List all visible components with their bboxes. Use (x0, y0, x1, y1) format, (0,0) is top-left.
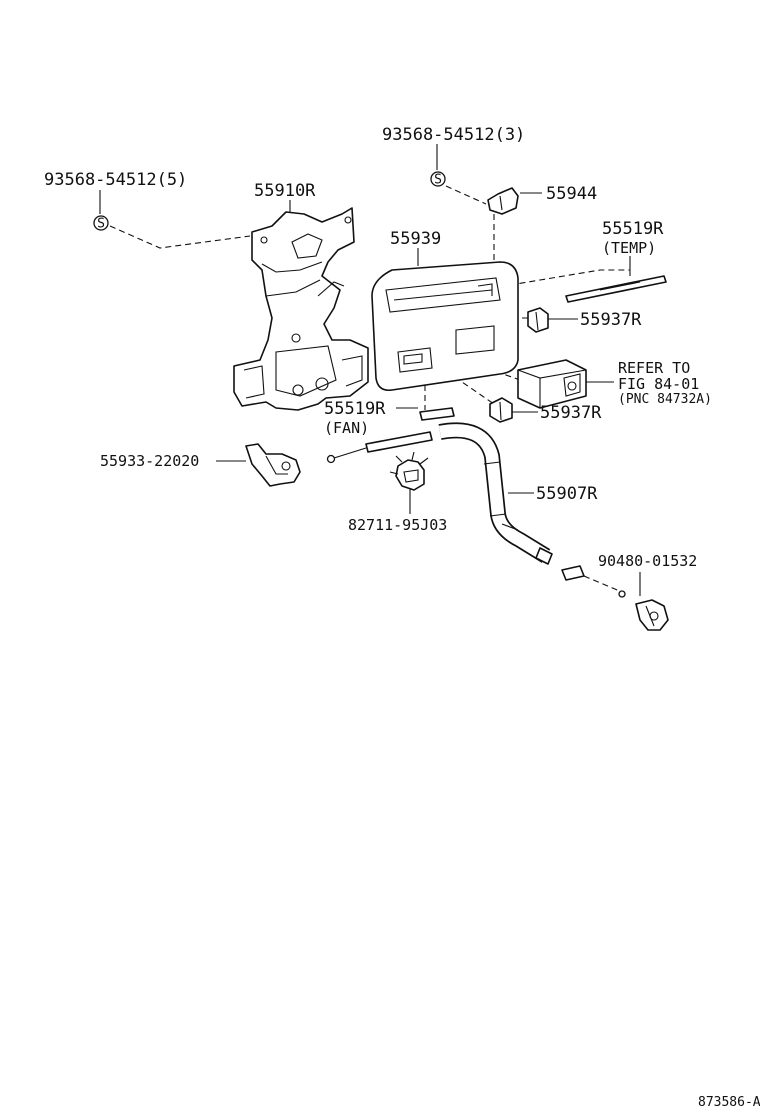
fan-cable-part-icon (326, 407, 455, 464)
label-refer-line3: (PNC 84732A) (618, 392, 712, 407)
label-bracket: 55910R (254, 181, 316, 201)
part-labels: 93568-54512(5) 93568-54512(3) 55910R 559… (44, 125, 760, 1110)
clip-part-icon (389, 451, 429, 491)
knob-right-lower-part-icon (489, 397, 513, 423)
bracket-part-icon (233, 207, 369, 411)
label-cable-temp: 55519R (602, 219, 664, 239)
label-refer-line1: REFER TO (618, 359, 690, 377)
label-cable-fan-note: (FAN) (324, 419, 369, 437)
label-bolt-3: 93568-54512(3) (382, 125, 525, 145)
label-hose: 55907R (536, 484, 598, 504)
label-screw: 90480-01532 (598, 552, 697, 570)
figure-id: 873586-A (698, 1095, 760, 1110)
hose-part-icon (438, 422, 553, 565)
bolt-symbol-left-icon: S (93, 215, 109, 232)
temp-cable-part-icon (565, 275, 667, 303)
control-panel-part-icon (371, 261, 519, 392)
blower-switch-part-icon (517, 359, 587, 409)
label-panel: 55939 (390, 229, 441, 249)
screw-part-icon (561, 565, 669, 631)
label-knob-right-lower: 55937R (540, 403, 602, 423)
bolt-symbol-right-icon: S (430, 171, 446, 188)
label-cable-temp-note: (TEMP) (602, 239, 656, 257)
label-bolt-5: 93568-54512(5) (44, 170, 187, 190)
knob-top-part-icon (487, 187, 519, 215)
svg-text:S: S (97, 217, 105, 232)
label-cable-fan: 55519R (324, 399, 386, 419)
clamp-part-icon (245, 443, 301, 487)
label-clip: 82711-95J03 (348, 516, 447, 534)
label-knob-top: 55944 (546, 184, 597, 204)
label-refer-line2: FIG 84-01 (618, 375, 699, 393)
label-knob-right-upper: 55937R (580, 310, 642, 330)
label-clamp: 55933-22020 (100, 452, 199, 470)
knob-right-upper-part-icon (527, 307, 549, 333)
svg-text:S: S (434, 173, 442, 188)
